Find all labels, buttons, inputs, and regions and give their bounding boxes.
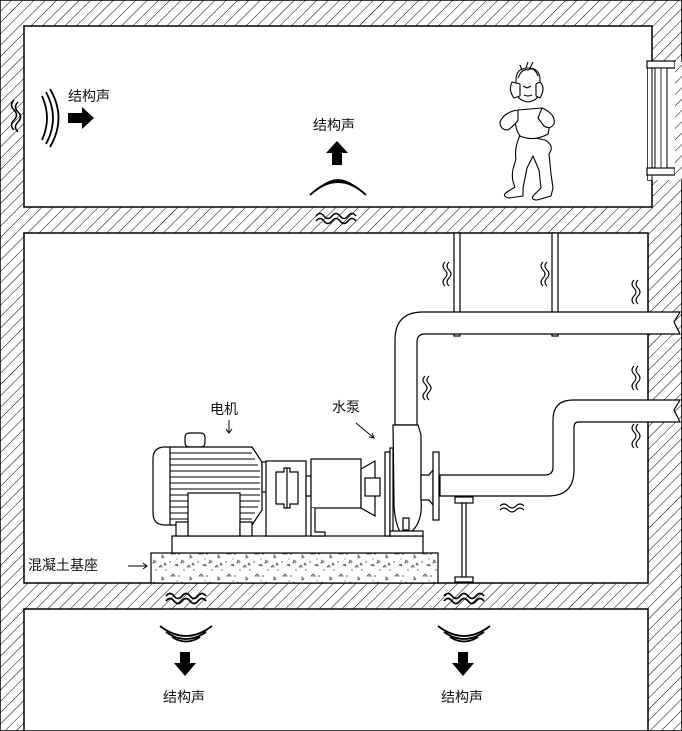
floor-vibration-top	[315, 212, 357, 225]
label-motor: 电机	[210, 402, 238, 418]
concrete-base	[150, 552, 439, 584]
coupling	[261, 460, 312, 537]
label-structure-sound-bottom-left: 结构声	[163, 690, 205, 706]
arrow-down-right-icon	[452, 652, 474, 676]
arrow-pump	[355, 422, 375, 439]
label-structure-sound-left: 结构声	[68, 89, 110, 105]
label-structure-sound-bottom-right: 结构声	[441, 690, 483, 706]
label-structure-sound-top: 结构声	[313, 118, 355, 134]
sound-waves-bottom-left	[159, 625, 213, 643]
arrow-down-left-icon	[174, 652, 196, 676]
pipe-hangers	[453, 232, 559, 337]
suction-pipe	[439, 399, 682, 497]
arrow-down-motor	[225, 420, 233, 434]
bearing-housing	[310, 458, 381, 537]
floor-vibration-bottom	[165, 592, 485, 605]
sound-waves-top	[309, 179, 367, 196]
arrow-up-icon	[326, 141, 348, 165]
hanger-vibration-icons	[422, 261, 641, 513]
arrow-right-icon	[68, 107, 94, 129]
label-pump: 水泵	[332, 400, 360, 416]
person-covering-ears	[499, 61, 555, 201]
window	[646, 60, 682, 180]
discharge-pipe	[394, 311, 682, 426]
label-concrete-base: 混凝土基座	[28, 557, 98, 574]
arrow-concrete-base	[128, 562, 148, 570]
wall-vibration-left	[10, 99, 22, 133]
sound-waves-left	[41, 88, 60, 148]
pump	[384, 424, 440, 537]
motor	[152, 432, 263, 537]
pipe-support	[454, 496, 474, 583]
base-frame	[171, 535, 424, 554]
sound-waves-bottom-right	[437, 625, 491, 643]
